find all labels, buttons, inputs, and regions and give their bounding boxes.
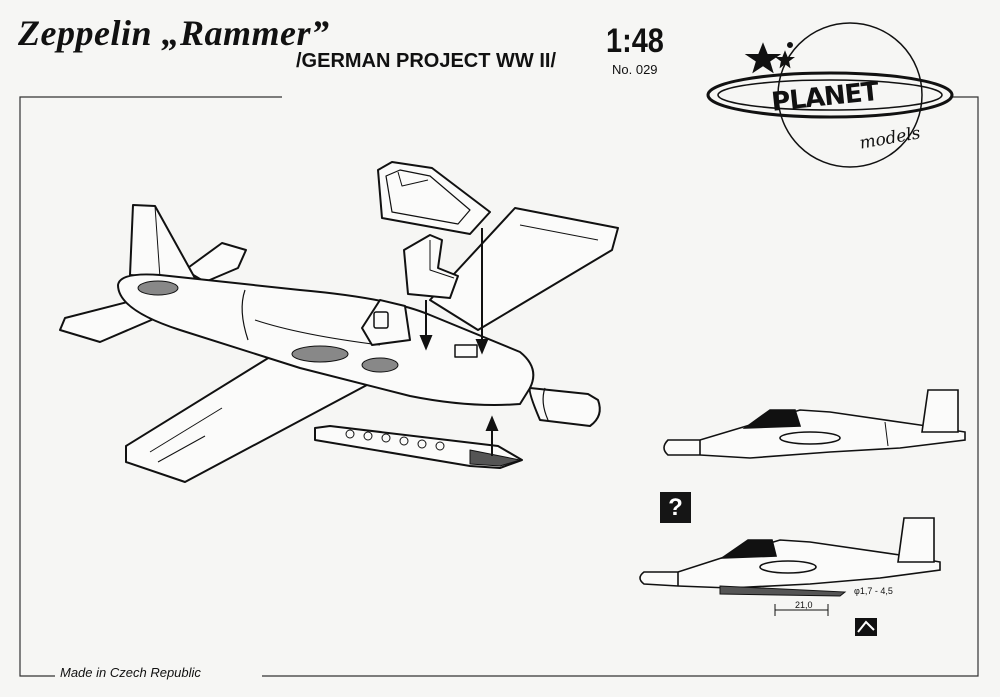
side-view-top-drawing [663, 389, 966, 459]
question-mark-badge: ? [660, 492, 691, 523]
kit-number: No. 029 [612, 62, 658, 77]
page-subtitle: /GERMAN PROJECT WW II/ [296, 50, 556, 72]
footer-origin: Made in Czech Republic [60, 665, 201, 680]
dimension-length-label: 21,0 [795, 600, 813, 610]
dimension-diameter-label: φ1,7 - 4,5 [854, 586, 893, 596]
planet-logo [706, 22, 954, 168]
maker-mark-icon [855, 618, 877, 636]
assembly-arrows [419, 228, 499, 456]
page-frame [19, 96, 979, 677]
main-aircraft-drawing [59, 161, 619, 483]
scale-label: 1:48 [606, 22, 664, 60]
side-view-bottom-drawing [639, 517, 941, 616]
page-title: Zeppelin „Rammer” [18, 13, 330, 53]
